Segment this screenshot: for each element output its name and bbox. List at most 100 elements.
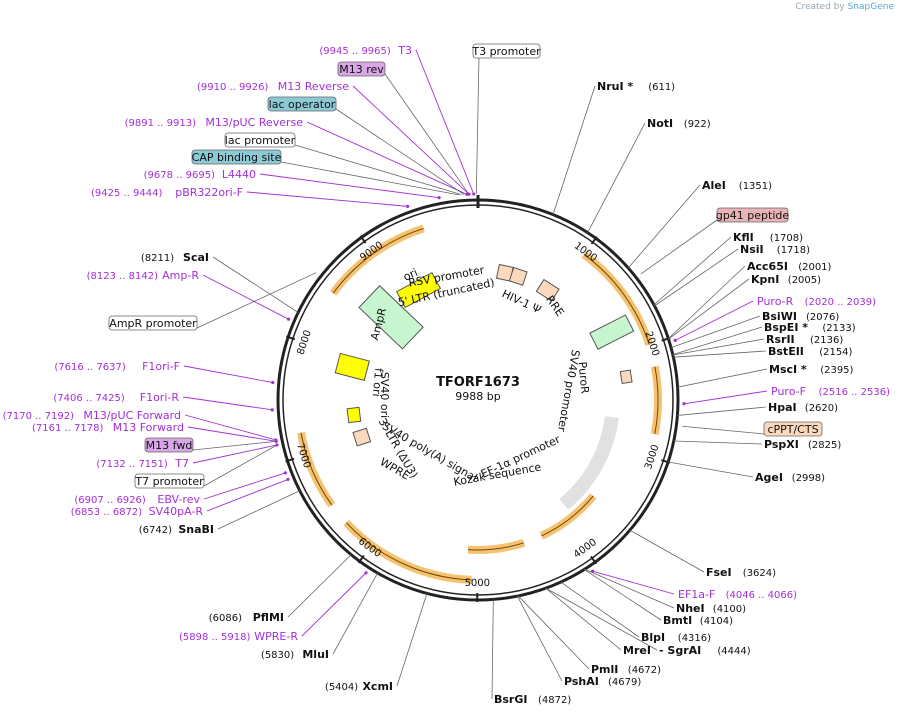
leader-line [672,326,763,355]
primer-ef1a-f[interactable]: EF1a-F(4046 .. 4066) [678,588,797,601]
enzyme-site-snabi[interactable]: SnaBI(6742) [139,523,214,536]
feature-box-gp41-peptide[interactable]: gp41 peptide [716,207,790,223]
feature-box-lac-promoter[interactable]: lac promoter [224,132,296,148]
enzyme-site-sgrai[interactable]: - SgrAI(4444) [659,644,751,657]
enzyme-position: (4316) [678,633,711,644]
primer-name: M13 Forward [113,421,184,434]
enzyme-site-nrui[interactable]: NruI *(611) [597,80,675,93]
tick-mark [359,235,367,244]
orf-arc-line [654,366,659,435]
primer-m13-reverse[interactable]: M13 Reverse(9910 .. 9926) [197,80,349,93]
primer-position: (9945 .. 9965) [319,46,391,57]
enzyme-site-nhei[interactable]: NheI(4100) [676,602,746,615]
enzyme-site-pspxi[interactable]: PspXI(2825) [764,438,841,451]
enzyme-site-msci[interactable]: MscI *(2395) [769,363,854,376]
primer-position: (6853 .. 6872) [71,507,143,518]
enzyme-site-kpni[interactable]: KpnI(2005) [751,273,821,286]
enzyme-site-nsii[interactable]: NsiI(1718) [740,243,810,256]
primer-position: (2516 .. 2536) [819,387,891,398]
tick-label: 7000 [294,442,312,470]
tick-label: 5000 [465,578,490,589]
orf-arc-line [541,495,594,537]
enzyme-site-agei[interactable]: AgeI(2998) [755,471,825,484]
enzyme-name: BsiWI [762,310,797,323]
enzyme-name: - SgrAI [659,644,701,657]
sv40-ori-box [346,406,362,424]
enzyme-position: (4104) [700,616,733,627]
enzyme-position: (2395) [820,365,853,376]
leader-line [682,425,765,435]
leader-line [670,315,761,349]
primer-t3[interactable]: T3(9945 .. 9965) [319,44,412,57]
leader-line [335,108,465,195]
primer-leader-line [306,121,468,195]
primer-leader-line [182,396,273,411]
leader-line [192,440,277,451]
enzyme-site-xcmi[interactable]: XcmI(5404) [325,680,393,693]
snapgene-logo: SnapGene [847,2,894,12]
enzyme-site-kfli[interactable]: KflI(1708) [733,231,803,244]
enzyme-site-mlui[interactable]: MluI(5830) [261,648,329,661]
primer-position: (9910 .. 9926) [197,82,269,93]
primer-l4440[interactable]: L4440(9678 .. 9695) [144,168,256,181]
enzyme-site-bsteii[interactable]: BstEII(2154) [768,345,853,358]
feature-box-m13-rev[interactable]: M13 rev [337,61,386,77]
primer-f1ori-f[interactable]: F1ori-F(7616 .. 7637) [54,360,180,373]
enzyme-site-bsrgi[interactable]: BsrGI(4872) [494,693,571,706]
enzyme-site-scai[interactable]: ScaI(8211) [141,251,209,264]
primer-name: F1ori-R [140,391,180,404]
feature-label-puror: PuroR [576,361,592,394]
enzyme-name: MluI [302,648,329,661]
feature-box-label: AmpR promoter [109,317,197,330]
primer-name: F1ori-F [142,360,180,373]
feature-box-t7-promoter[interactable]: T7 promoter [134,473,205,489]
enzyme-site-pshai[interactable]: PshAI(4679) [564,675,641,688]
primer-wpre-r[interactable]: WPRE-R(5898 .. 5918) [179,630,298,643]
leader-line [287,554,352,618]
enzyme-site-bspei[interactable]: BspEI *(2133) [764,321,856,334]
feature-box-cppt-cts[interactable]: cPPT/CTS [763,421,823,437]
leader-line [196,272,317,329]
enzyme-position: (2005) [788,275,821,286]
feature-box-ampr-promoter[interactable]: AmpR promoter [108,315,198,331]
primer-puro-f[interactable]: Puro-F(2516 .. 2536) [771,385,890,398]
feature-box-cap-binding-site[interactable]: CAP binding site [191,149,282,165]
enzyme-site-pflmi[interactable]: PflMI(6086) [209,611,284,624]
leader-line [294,144,462,196]
enzyme-site-bsiwi[interactable]: BsiWI(2076) [762,310,839,323]
enzyme-site-alei[interactable]: AleI(1351) [702,179,772,192]
leader-line [332,572,378,655]
primer-position: (7406 .. 7425) [53,393,125,404]
primer-name: Puro-R [757,295,794,308]
primer-pbr322ori-f[interactable]: pBR322ori-F(9425 .. 9444) [91,186,243,199]
enzyme-position: (2825) [808,440,841,451]
orf-arc-line [332,227,424,294]
orf-arc-line [467,542,525,551]
primer-m13-puc-forward[interactable]: M13/pUC Forward(7170 .. 7192) [3,409,181,422]
enzyme-site-noti[interactable]: NotI(922) [647,117,711,130]
enzyme-position: (2001) [798,262,831,273]
feature-box-lac-operator[interactable]: lac operator [267,96,337,112]
enzyme-site-bmti[interactable]: BmtI(4104) [663,614,733,627]
enzyme-site-rsrii[interactable]: RsrII(2136) [766,333,843,346]
enzyme-site-hpai[interactable]: HpaI(2620) [768,401,838,414]
feature-box-m13-fwd[interactable]: M13 fwd [144,437,194,453]
primer-puro-r[interactable]: Puro-R(2020 .. 2039) [757,295,876,308]
enzyme-site-fsei[interactable]: FseI(3624) [706,566,776,579]
primer-m13-forward[interactable]: M13 Forward(7161 .. 7178) [32,421,184,434]
primer-sv40pa-r[interactable]: SV40pA-R(6853 .. 6872) [71,505,204,518]
enzyme-site-mrei[interactable]: MreI [623,644,651,657]
primer-t7[interactable]: T7(7132 .. 7151) [96,457,189,470]
primer-f1ori-r[interactable]: F1ori-R (7406 .. 7425) [53,391,179,404]
enzyme-site-pmli[interactable]: PmlI(4672) [591,663,661,676]
tick-mark [285,335,296,341]
primer-amp-r[interactable]: Amp-R(8123 .. 8142) [87,269,200,282]
feature-box-bg [224,132,296,148]
enzyme-site-blpi[interactable]: BlpI(4316) [641,631,711,644]
feature-box-t3-promoter[interactable]: T3 promoter [471,43,541,59]
primer-ebv-rev[interactable]: EBV-rev(6907 .. 6926) [74,493,200,506]
primer-m13-puc-reverse[interactable]: M13/pUC Reverse(9891 .. 9913) [125,116,304,129]
enzyme-site-acc65i[interactable]: Acc65I(2001) [747,260,832,273]
enzyme-position: (8211) [141,253,174,264]
primer-leader-line [246,191,408,207]
